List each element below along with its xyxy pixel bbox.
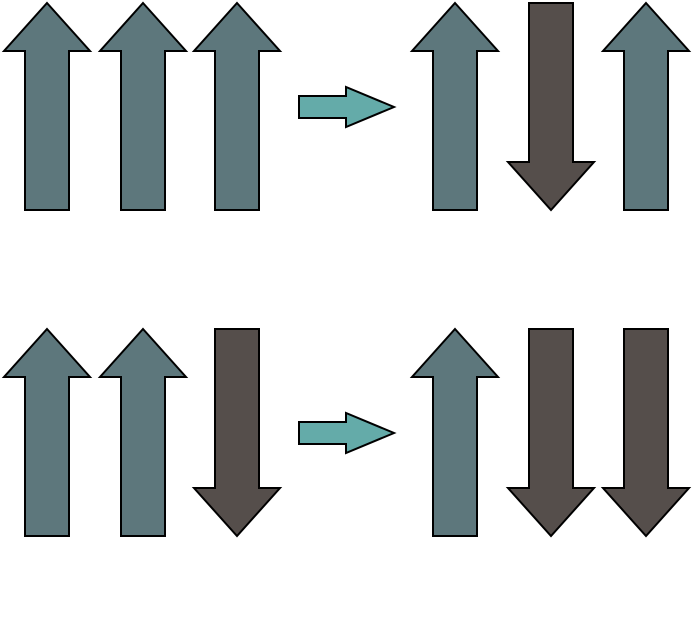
transition-arrow (298, 411, 397, 455)
spin-down-arrow-icon (505, 328, 597, 538)
spin-up-arrow-icon (409, 1, 501, 211)
spin-up-arrow-icon (191, 1, 283, 211)
arrow-right-icon (298, 411, 397, 455)
spin-up-arrow-icon (409, 327, 501, 537)
spin-down-arrow-icon (191, 328, 283, 538)
spin-up-arrow-icon (97, 327, 189, 537)
final-state-group (409, 327, 692, 538)
spin-up-arrow-icon (600, 1, 692, 211)
diagram-row-2 (1, 327, 692, 538)
final-state-group (409, 1, 692, 212)
transition-arrow (298, 85, 397, 129)
initial-state-group (1, 327, 283, 538)
spin-down-arrow-icon (600, 328, 692, 538)
spin-up-arrow-icon (1, 327, 93, 537)
arrow-right-icon (298, 85, 397, 129)
spin-up-arrow-icon (97, 1, 189, 211)
initial-state-group (1, 1, 283, 211)
diagram-row-1 (1, 1, 692, 212)
spin-up-arrow-icon (1, 1, 93, 211)
spin-down-arrow-icon (505, 2, 597, 212)
